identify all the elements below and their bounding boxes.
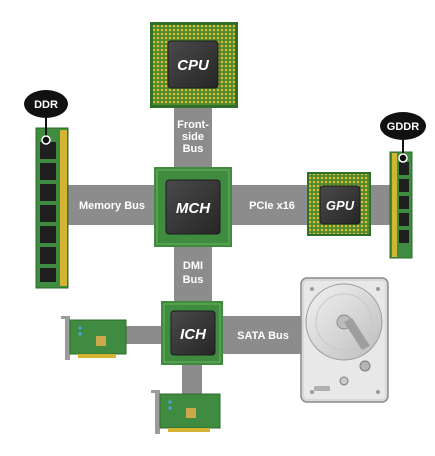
front-side-bus [174, 104, 212, 170]
front-side-bus-label-3: Bus [183, 143, 204, 155]
memory-bus-label: Memory Bus [79, 200, 145, 212]
cpu-chip: CPU [150, 22, 238, 108]
expansion-card-left [61, 316, 127, 360]
mch-chip: MCH [154, 167, 232, 247]
sata-bus-label: SATA Bus [237, 330, 289, 342]
ddr-label: DDR [34, 99, 58, 111]
ich-chip: ICH [161, 301, 223, 365]
expansion-card-bottom [151, 390, 221, 434]
sata-bus [220, 316, 312, 354]
bus-lines [68, 104, 390, 396]
ddr-label-bubble: DDR [24, 90, 68, 118]
gddr-label-bubble: GDDR [380, 112, 426, 140]
dmi-bus-label-2: Bus [183, 274, 204, 286]
pci-bus-bottom [182, 362, 202, 396]
ich-label: ICH [180, 326, 207, 343]
cpu-label: CPU [177, 57, 210, 74]
dmi-bus [174, 245, 212, 302]
ddr-memory-module [35, 118, 69, 289]
pci-bus-left [118, 326, 164, 344]
front-side-bus-label-2: side [182, 131, 204, 143]
gddr-label: GDDR [387, 121, 419, 133]
pcie-bus-label: PCIe x16 [249, 200, 295, 212]
dmi-bus-label-1: DMI [183, 260, 203, 272]
gddr-memory-module [389, 140, 413, 259]
front-side-bus-label-1: Front- [177, 119, 209, 131]
memory-bus [68, 185, 158, 225]
gpu-chip: GPU [307, 172, 371, 236]
gpu-label: GPU [326, 198, 355, 213]
mch-label: MCH [176, 200, 211, 217]
hard-drive [300, 277, 389, 403]
